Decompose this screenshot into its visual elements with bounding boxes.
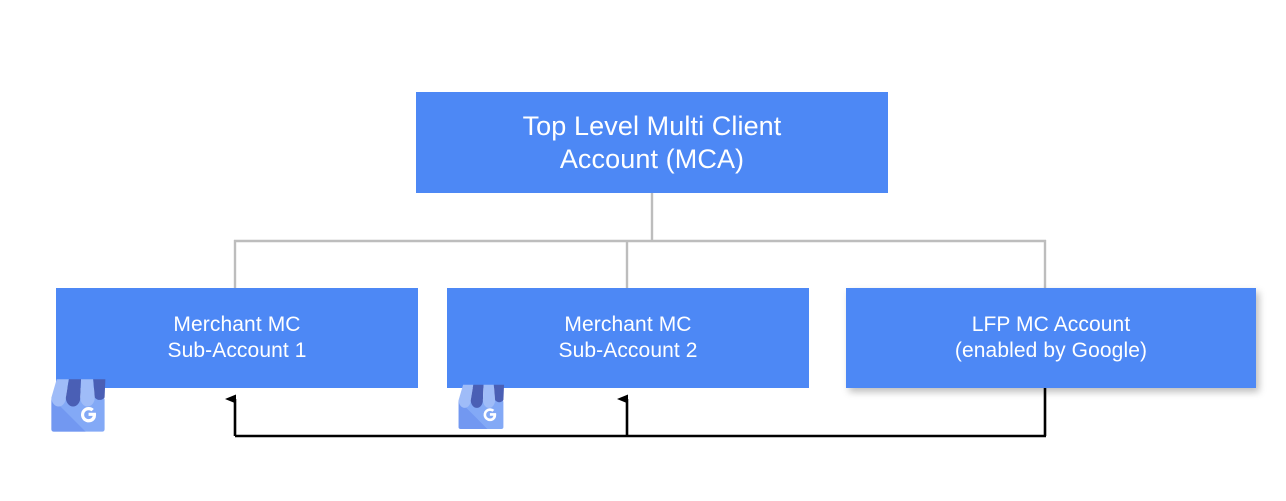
google-g-glyph	[483, 408, 497, 422]
node-merchant-sub-account-2[interactable]: Merchant MC Sub-Account 2	[447, 288, 809, 388]
google-business-profile-icon	[51, 379, 106, 432]
flow-connector-group	[225, 388, 1047, 438]
google-business-profile-icon	[458, 384, 505, 429]
node-top-level-mca[interactable]: Top Level Multi Client Account (MCA)	[416, 92, 888, 193]
node-merchant-sub-account-1[interactable]: Merchant MC Sub-Account 1	[56, 288, 418, 388]
node-lfp-mc-account[interactable]: LFP MC Account (enabled by Google)	[846, 288, 1256, 388]
google-g-glyph	[81, 407, 97, 423]
tree-connector-group	[233, 193, 1047, 288]
